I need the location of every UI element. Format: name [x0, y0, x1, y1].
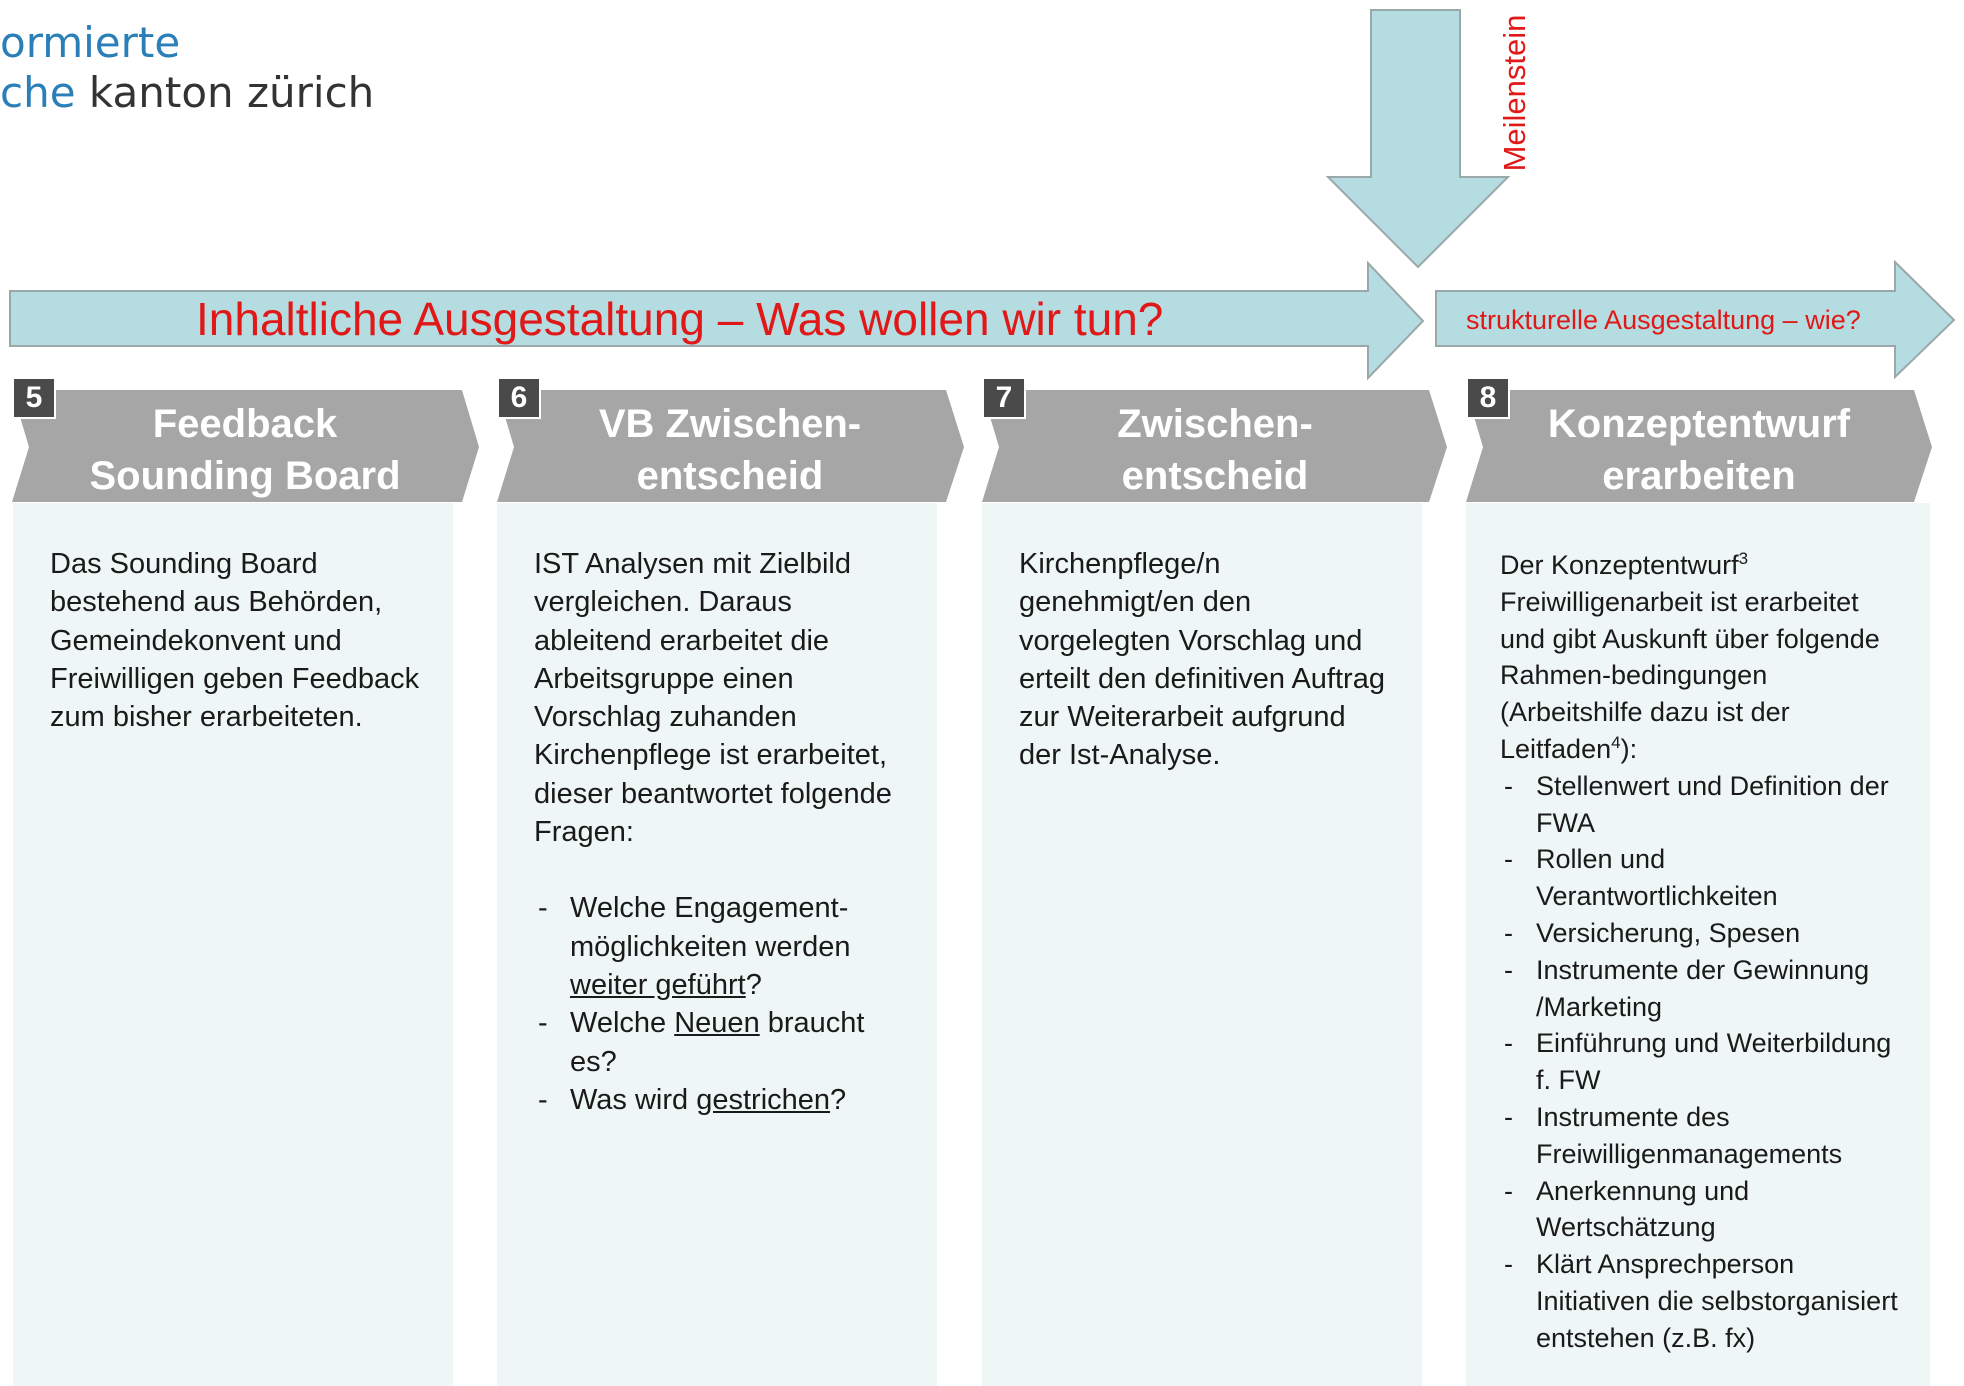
list-item: Was wird gestrichen?	[534, 1081, 907, 1120]
step-8-number: 8	[1466, 377, 1510, 419]
logo-line-2: che kanton zürich	[0, 68, 375, 117]
step-7-title: Zwischen-entscheid	[1117, 402, 1313, 498]
list-item: Einführung und Weiterbildung f. FW	[1500, 1025, 1900, 1099]
step-7-chevron	[982, 390, 1447, 502]
list-item: Anerkennung und Wertschätzung	[1500, 1173, 1900, 1247]
milestone-arrow	[1325, 9, 1511, 269]
step-7-number: 7	[982, 377, 1026, 419]
step-6-text: IST Analysen mit Zielbild vergleichen. D…	[534, 548, 892, 849]
milestone-label: Meilenstein	[1497, 14, 1532, 172]
step-8-chevron	[1466, 390, 1932, 502]
list-item: Instrumente des Freiwilligenmanagements	[1500, 1099, 1900, 1173]
step-7-panel: Kirchenpflege/n genehmigt/en den vorgele…	[982, 503, 1422, 1386]
main-phase-arrow	[9, 260, 1425, 381]
step-6-questions: Welche Engagement-möglichkeiten werden w…	[534, 889, 907, 1119]
step-6-panel: IST Analysen mit Zielbild vergleichen. D…	[497, 503, 937, 1386]
organization-logo: ormierte che kanton zürich	[0, 18, 374, 118]
step-6-title: VB Zwischen-entscheid	[598, 402, 862, 498]
list-item: Klärt Ansprechperson Initiativen die sel…	[1500, 1246, 1900, 1356]
list-item: Versicherung, Spesen	[1500, 915, 1900, 952]
step-5-text: Das Sounding Board bestehend aus Behörde…	[50, 548, 420, 734]
step-6-chevron	[497, 390, 964, 502]
list-item: Stellenwert und Definition der FWA	[1500, 768, 1900, 842]
list-item: Instrumente der Gewinnung /Marketing	[1500, 952, 1900, 1026]
step-5-number: 5	[12, 377, 56, 419]
step-6-number: 6	[497, 377, 541, 419]
secondary-phase-arrow	[1435, 259, 1956, 380]
step-8-text: Der Konzeptentwurf3 Freiwilligenarbeit i…	[1500, 549, 1880, 764]
step-8-bullets: Stellenwert und Definition der FWA Rolle…	[1500, 768, 1900, 1357]
step-5-chevron	[12, 390, 479, 502]
phase-title: Inhaltliche Ausgestaltung – Was wollen w…	[196, 293, 1164, 345]
step-5-panel: Das Sounding Board bestehend aus Behörde…	[13, 503, 453, 1386]
list-item: Welche Neuen braucht es?	[534, 1004, 907, 1081]
list-item: Welche Engagement-möglichkeiten werden w…	[534, 889, 907, 1004]
step-7-text: Kirchenpflege/n genehmigt/en den vorgele…	[1019, 548, 1385, 772]
phase-subtitle: strukturelle Ausgestaltung – wie?	[1466, 305, 1861, 335]
step-8-panel: Der Konzeptentwurf3 Freiwilligenarbeit i…	[1466, 503, 1930, 1386]
list-item: Rollen und Verantwortlichkeiten	[1500, 841, 1900, 915]
logo-line-1: ormierte	[0, 18, 181, 67]
